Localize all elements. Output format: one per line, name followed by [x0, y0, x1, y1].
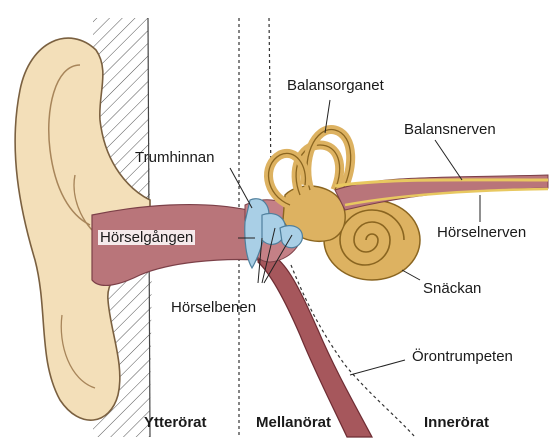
label-trumhinnan: Trumhinnan — [135, 150, 214, 165]
divider-middle-left — [269, 18, 271, 178]
label-orontrumpeten: Örontrumpeten — [412, 349, 513, 364]
section-mellanorat: Mellanörat — [256, 414, 331, 431]
label-balansnerven: Balansnerven — [404, 122, 496, 137]
label-horselnerven: Hörselnerven — [437, 225, 526, 240]
label-horselgangen: Hörselgången — [98, 230, 195, 245]
label-balansorganet: Balansorganet — [287, 78, 384, 93]
label-snackan: Snäckan — [423, 281, 481, 296]
section-innerorat: Innerörat — [424, 414, 489, 431]
section-ytterorat: Ytterörat — [144, 414, 207, 431]
label-horselbenen: Hörselbenen — [171, 300, 256, 315]
